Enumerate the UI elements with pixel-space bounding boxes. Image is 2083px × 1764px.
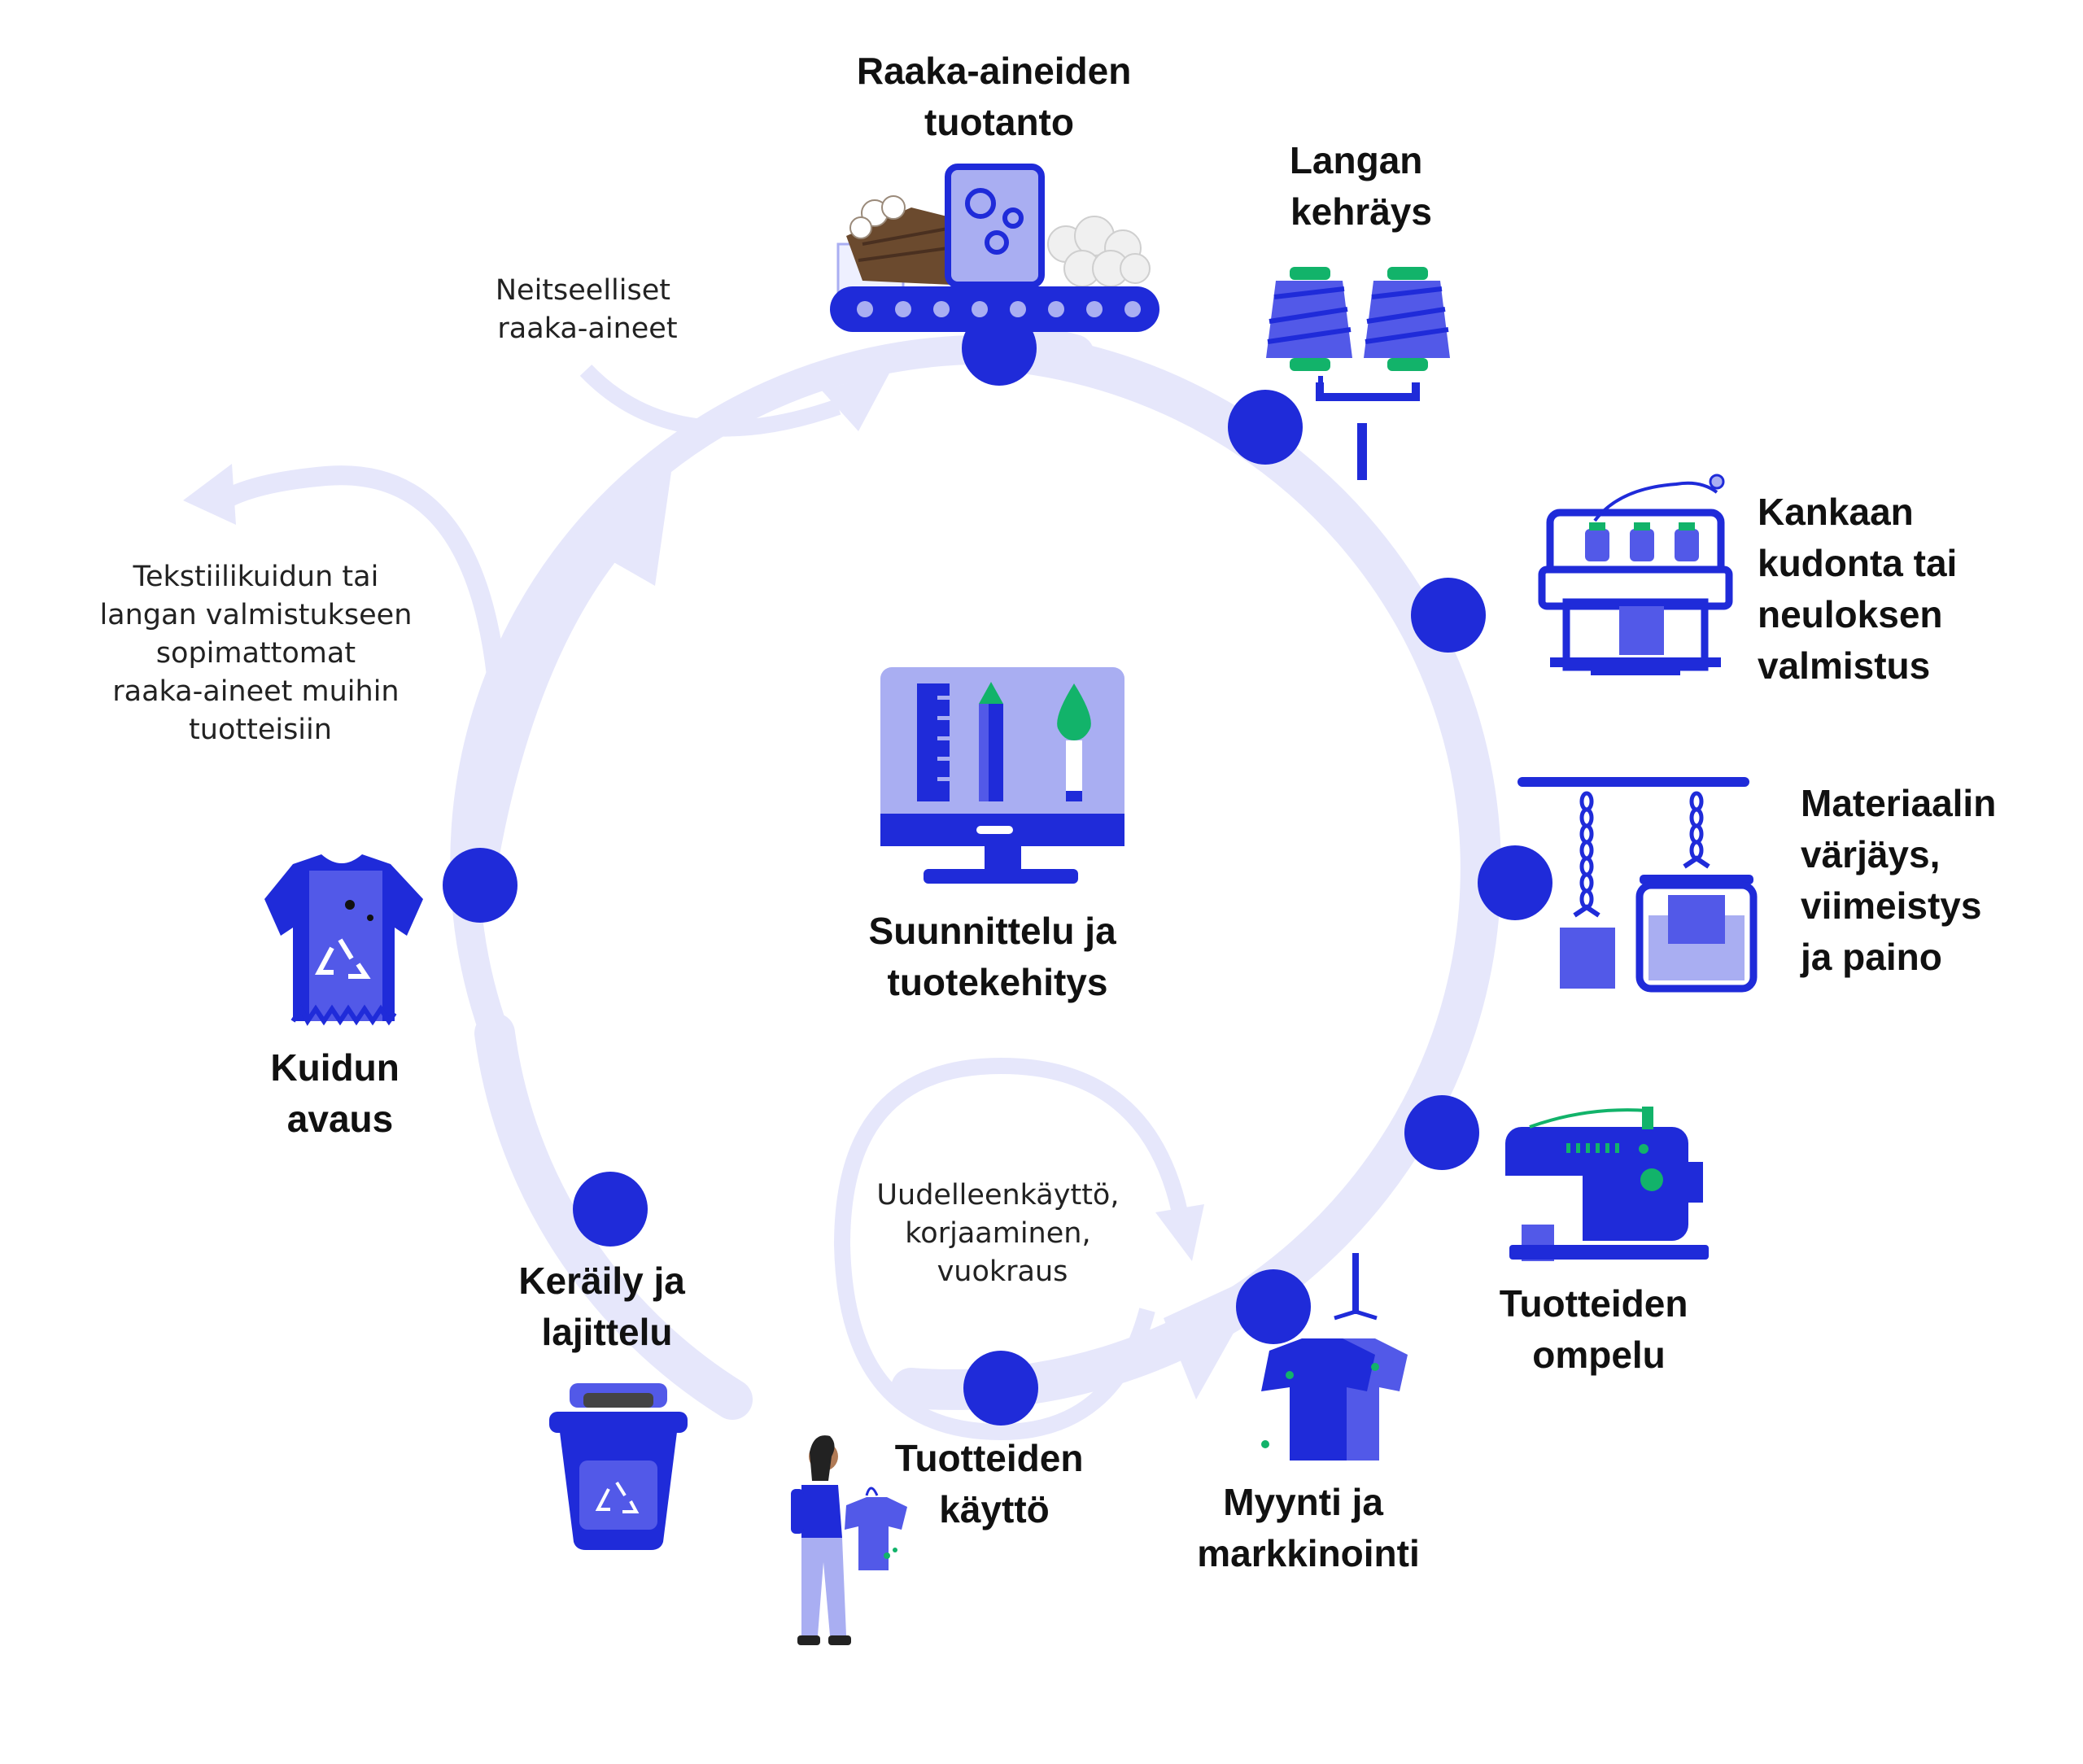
label-weaving: Kankaan kudonta tai neuloksen valmistus xyxy=(1758,491,1967,687)
label-opening-line1: Kuidun xyxy=(270,1046,399,1089)
label-raw-materials-line2: tuotanto xyxy=(924,101,1074,143)
dot-opening xyxy=(443,848,517,923)
wool-icon xyxy=(1047,216,1151,287)
label-dyeing-line3: viimeistys xyxy=(1801,884,1981,927)
note-reuse-line3: vuokraus xyxy=(937,1255,1068,1288)
note-virgin-line2: raaka-aineet xyxy=(497,312,677,345)
gear-icon xyxy=(965,188,1024,255)
spool-icon xyxy=(1266,267,1450,480)
label-spinning-line2: kehräys xyxy=(1290,190,1432,233)
label-sewing-line1: Tuotteiden xyxy=(1500,1282,1688,1325)
note-unsuitable-line2: langan valmistukseen xyxy=(99,599,412,631)
dye-bath-icon xyxy=(1517,777,1758,993)
label-spinning: Langan kehräys xyxy=(1290,139,1433,233)
label-weaving-line3: neuloksen xyxy=(1758,593,1943,635)
label-use: Tuotteiden käyttö xyxy=(895,1437,1094,1530)
torn-shirt-icon xyxy=(264,854,423,1026)
gear-panel xyxy=(945,164,1045,288)
label-opening: Kuidun avaus xyxy=(270,1046,409,1140)
virgin-arrowhead xyxy=(822,370,891,431)
dot-dyeing xyxy=(1478,845,1552,920)
person-with-shirt-icon xyxy=(791,1435,907,1645)
unsuitable-arrowhead xyxy=(183,464,236,525)
dot-spinning xyxy=(1228,390,1303,465)
note-unsuitable-line5: tuotteisiin xyxy=(189,714,332,746)
sewing-machine-icon xyxy=(1505,1107,1709,1261)
label-dyeing: Materiaalin värjäys, viimeistys ja paino xyxy=(1800,782,2007,978)
label-weaving-line2: kudonta tai xyxy=(1758,542,1957,584)
label-dyeing-line4: ja paino xyxy=(1800,936,1942,978)
label-spinning-line1: Langan xyxy=(1290,139,1423,181)
opening-up-arrowhead xyxy=(570,472,671,586)
label-collection-line2: lajittelu xyxy=(541,1311,672,1353)
note-virgin-line1: Neitseelliset xyxy=(496,274,670,307)
label-dyeing-line1: Materiaalin xyxy=(1801,782,1996,824)
label-design-line2: tuotekehitys xyxy=(888,961,1108,1003)
label-raw-materials-line1: Raaka-aineiden xyxy=(857,50,1131,92)
note-reuse: Uudelleenkäyttö, korjaaminen, vuokraus xyxy=(876,1179,1128,1288)
label-sales-line2: markkinointi xyxy=(1197,1532,1420,1574)
label-collection: Keräily ja lajittelu xyxy=(518,1260,695,1353)
label-weaving-line1: Kankaan xyxy=(1758,491,1914,533)
unsuitable-arrow xyxy=(223,465,506,677)
label-dyeing-line2: värjäys, xyxy=(1801,833,1940,875)
design-monitor-icon xyxy=(880,667,1124,884)
reuse-loop xyxy=(833,1057,1188,1441)
raw-materials-icon-group xyxy=(830,164,1159,332)
clothes-hanger-icon xyxy=(1261,1253,1408,1461)
dot-use xyxy=(963,1351,1038,1426)
label-use-line1: Tuotteiden xyxy=(895,1437,1084,1479)
reuse-arrowhead xyxy=(1155,1204,1204,1261)
label-sales: Myynti ja markkinointi xyxy=(1197,1481,1420,1574)
conveyor-belt-icon xyxy=(830,286,1159,332)
knitting-machine-icon xyxy=(1538,474,1733,675)
label-collection-line1: Keräily ja xyxy=(518,1260,685,1302)
cotton-icon xyxy=(836,195,960,295)
label-sales-line1: Myynti ja xyxy=(1223,1481,1383,1523)
note-reuse-line2: korjaaminen, xyxy=(905,1217,1090,1250)
label-design: Suunnittelu ja tuotekehitys xyxy=(869,910,1127,1003)
dot-weaving xyxy=(1411,578,1486,653)
note-unsuitable-line1: Tekstiilikuidun tai xyxy=(133,561,379,593)
label-design-line1: Suunnittelu ja xyxy=(869,910,1117,952)
note-unsuitable: Tekstiilikuidun tai langan valmistukseen… xyxy=(99,561,421,746)
dot-sewing xyxy=(1404,1095,1479,1170)
note-unsuitable-line3: sopimattomat xyxy=(156,637,356,670)
note-unsuitable-line4: raaka-aineet muihin xyxy=(112,675,399,708)
virgin-arrow xyxy=(579,365,841,437)
label-sewing-line2: ompelu xyxy=(1532,1334,1666,1376)
label-use-line2: käyttö xyxy=(939,1488,1049,1530)
label-weaving-line4: valmistus xyxy=(1758,644,1930,687)
note-reuse-line1: Uudelleenkäyttö, xyxy=(876,1179,1119,1212)
label-sewing: Tuotteiden ompelu xyxy=(1500,1282,1698,1376)
label-opening-line2: avaus xyxy=(287,1098,393,1140)
dot-sales xyxy=(1236,1269,1311,1344)
note-virgin: Neitseelliset raaka-aineet xyxy=(496,274,679,345)
recycle-bin-icon xyxy=(549,1383,688,1550)
label-raw-materials: Raaka-aineiden tuotanto xyxy=(857,50,1142,143)
dot-collection xyxy=(573,1172,648,1247)
opening-up-arrow xyxy=(462,509,640,866)
